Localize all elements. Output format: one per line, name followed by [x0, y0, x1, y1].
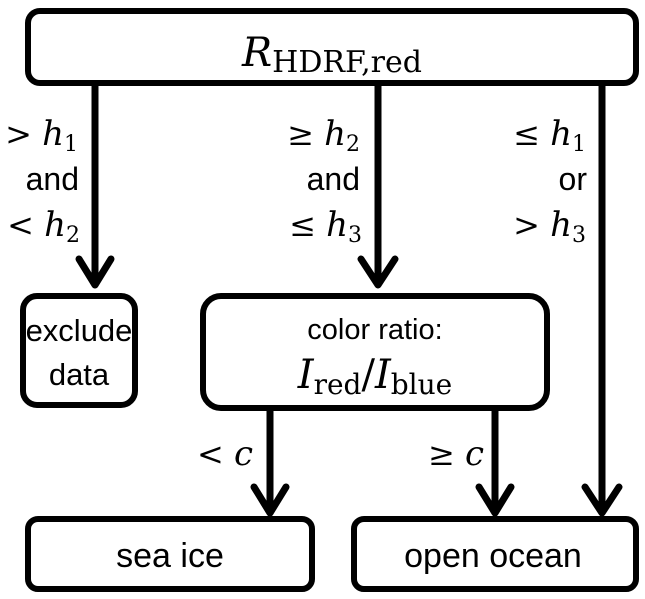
- condition-right-joiner: or: [559, 161, 588, 197]
- condition-middle-line3: ≤ h3: [289, 205, 362, 248]
- exclude-data-label-line1: exclude: [26, 313, 133, 348]
- root-label: RHDRF,red: [241, 30, 422, 80]
- condition-right-line1: ≤ h1: [513, 114, 586, 157]
- root-box: [25, 8, 639, 86]
- arrowhead-open-ocean: [475, 483, 515, 517]
- root-symbol: R: [241, 30, 272, 76]
- arrowhead-sea-ice: [250, 483, 290, 517]
- open-ocean-label: open ocean: [404, 537, 582, 575]
- open-ocean-node: open ocean: [351, 516, 639, 592]
- sea-ice-box: [25, 516, 315, 592]
- root-node: RHDRF,red: [25, 8, 639, 86]
- condition-middle: ≥ h2 and ≤ h3: [287, 114, 362, 248]
- condition-right: ≤ h1 or > h3: [513, 114, 587, 248]
- arrowhead-middle: [357, 255, 399, 289]
- color-ratio-node: color ratio: Ired/Iblue: [200, 293, 550, 411]
- condition-middle-line1: ≥ h2: [287, 114, 360, 157]
- condition-right-line3: > h3: [513, 205, 586, 248]
- arrowhead-right: [581, 483, 623, 517]
- color-ratio-formula: Ired/Iblue: [297, 352, 452, 401]
- color-ratio-label: color ratio:: [307, 314, 442, 346]
- condition-sea-ice: < c: [197, 434, 253, 474]
- open-ocean-box: [351, 516, 639, 592]
- exclude-data-node: exclude data: [20, 293, 138, 408]
- sea-ice-node: sea ice: [25, 516, 315, 592]
- condition-middle-joiner: and: [307, 161, 360, 197]
- color-ratio-box: [200, 293, 550, 411]
- condition-left-joiner: and: [26, 161, 79, 197]
- condition-left-line1: > h1: [5, 114, 78, 157]
- condition-left-line3: < h2: [7, 205, 80, 248]
- exclude-data-box: [20, 293, 138, 408]
- exclude-data-label-line2: data: [49, 357, 110, 392]
- arrowhead-left: [75, 255, 115, 289]
- root-subscript: HDRF,red: [272, 45, 422, 80]
- condition-open-ocean: ≥ c: [428, 434, 484, 474]
- condition-left: > h1 and < h2: [5, 114, 80, 248]
- sea-ice-label: sea ice: [116, 537, 224, 575]
